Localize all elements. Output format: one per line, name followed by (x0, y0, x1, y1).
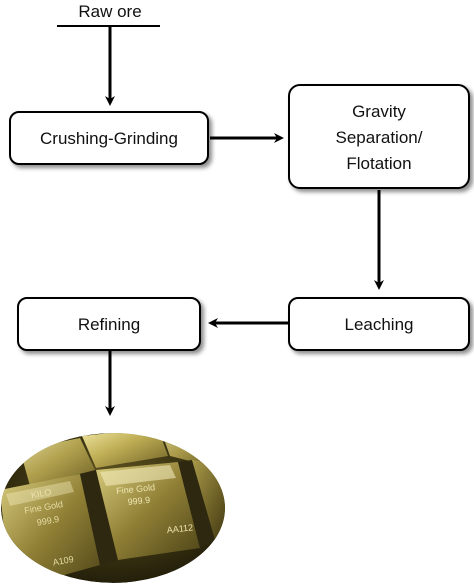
gold-bar-middle (96, 462, 200, 560)
gravity-label-line1: Gravity (352, 102, 406, 121)
step-refining: Refining (17, 297, 201, 351)
bar-left-serial: A109 (52, 554, 74, 568)
step-gravity-separation-flotation: Gravity Separation/ Flotation (288, 84, 470, 189)
refining-box (17, 297, 201, 351)
refining-label: Refining (78, 315, 140, 334)
bar-left-stamp-3: 999.9 (36, 514, 60, 528)
gravity-label-line2: Separation/ (336, 128, 423, 147)
leaching-label: Leaching (344, 315, 413, 334)
bar-middle-stamp-2: 999.9 (127, 495, 150, 507)
gravity-label-line3: Flotation (346, 154, 411, 173)
gold-bars-image: KILO Fine Gold 999.9 A109 Fine Gold 999.… (1, 433, 225, 583)
leaching-box (288, 297, 470, 351)
bar-middle-stamp-1: Fine Gold (116, 482, 156, 496)
step-leaching: Leaching (288, 297, 470, 351)
crushing-box (9, 111, 209, 165)
gravity-box (288, 84, 470, 189)
crushing-label: Crushing-Grinding (40, 129, 178, 148)
bar-middle-serial: AA112 (166, 522, 193, 535)
step-crushing-grinding: Crushing-Grinding (9, 111, 209, 165)
raw-ore-label: Raw ore (78, 2, 141, 21)
bar-left-stamp-1: KILO (30, 487, 52, 500)
